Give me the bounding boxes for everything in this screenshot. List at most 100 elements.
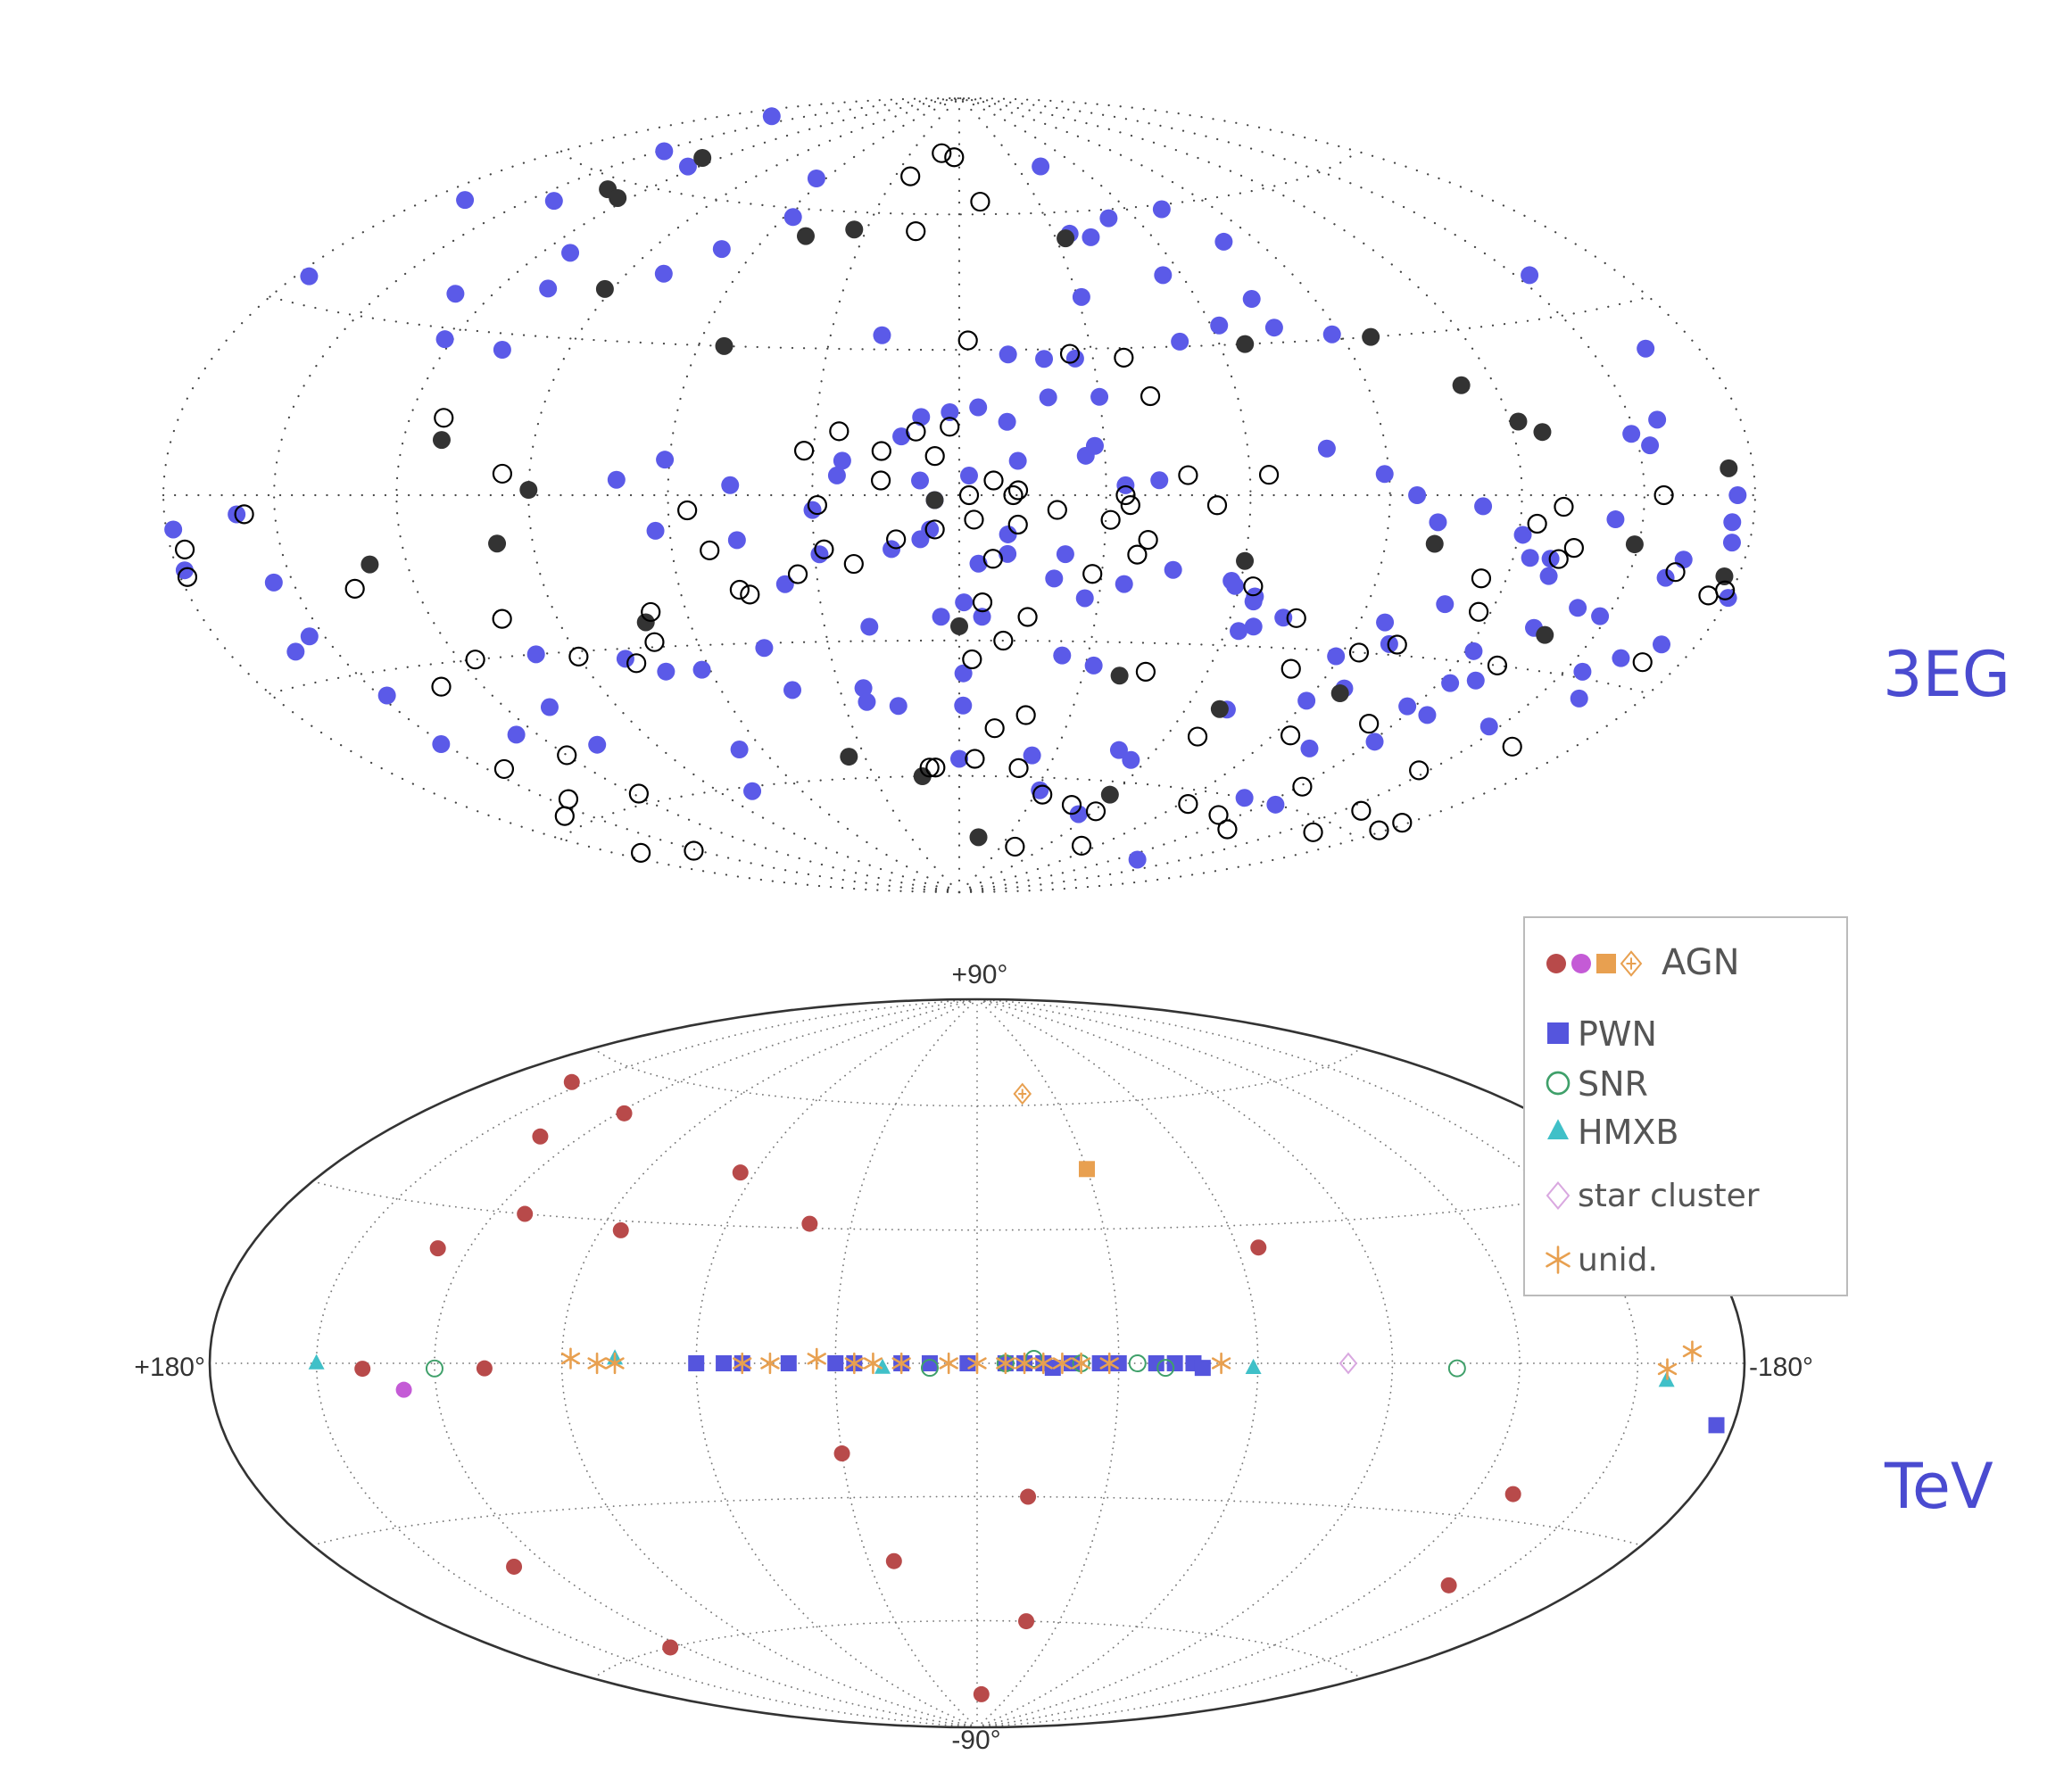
- series-0-filled-circle-point: [1441, 674, 1460, 692]
- series-0-filled-circle-point: [950, 749, 968, 768]
- unid-asterisk-point: [967, 1352, 987, 1375]
- series-2-open-circle-point: [1487, 655, 1508, 675]
- agn-filled-circle-point: [973, 1685, 990, 1702]
- unid-asterisk-point: [733, 1352, 752, 1375]
- series-0-filled-circle-point: [544, 192, 563, 211]
- series-0-filled-circle-point: [588, 735, 607, 754]
- series-0-filled-circle-point: [721, 476, 740, 494]
- series-2-open-circle-point: [944, 147, 965, 168]
- series-0-filled-circle-point: [1053, 646, 1072, 665]
- series-2-open-circle-point: [1135, 661, 1156, 682]
- agn-filled-circle-point: [833, 1445, 850, 1462]
- series-2-open-circle-point: [628, 783, 649, 804]
- series-2-open-circle-point: [1017, 607, 1038, 627]
- series-0-filled-circle-point: [999, 345, 1017, 364]
- series-0-filled-circle-point: [1035, 350, 1054, 368]
- series-2-open-circle-point: [1115, 484, 1136, 506]
- series-2-open-circle-point: [626, 653, 647, 674]
- series-0-filled-circle-point: [300, 627, 319, 646]
- series-1-filled-circle-point: [796, 227, 815, 245]
- series-1-filled-circle-point: [488, 534, 507, 553]
- agn-filled-circle-point: [429, 1240, 446, 1257]
- series-1-filled-circle-point: [1236, 551, 1255, 570]
- series-2-open-circle-point: [729, 579, 750, 600]
- series-2-open-circle-point: [1208, 805, 1229, 825]
- series-0-filled-circle-point: [783, 681, 802, 699]
- series-0-filled-circle-point: [1128, 850, 1147, 869]
- series-0-filled-circle-point: [1008, 451, 1027, 470]
- series-0-filled-circle-point: [955, 593, 974, 612]
- series-0-filled-circle-point: [1612, 649, 1630, 667]
- series-1-filled-circle-point: [1509, 412, 1528, 431]
- agn-filled-circle-point: [563, 1073, 580, 1090]
- legend-label-star-cluster: star cluster: [1578, 1178, 1760, 1214]
- agn-filled-circle-point: [1250, 1239, 1267, 1256]
- series-2-open-circle-point: [1140, 385, 1161, 407]
- series-0-filled-circle-point: [507, 725, 526, 744]
- series-2-open-circle-point: [554, 806, 575, 826]
- series-2-open-circle-point: [568, 646, 589, 666]
- series-0-filled-circle-point: [1150, 471, 1169, 490]
- series-2-open-circle-point: [1071, 835, 1092, 857]
- series-1-filled-circle-point: [1533, 423, 1552, 442]
- series-0-filled-circle-point: [807, 169, 825, 187]
- series-0-filled-circle-point: [954, 664, 973, 683]
- series-0-filled-circle-point: [775, 575, 794, 593]
- series-2-open-circle-point: [1047, 500, 1067, 520]
- series-0-filled-circle-point: [932, 608, 950, 626]
- series-0-filled-circle-point: [1090, 387, 1109, 406]
- agn-filled-circle-point: [1020, 1488, 1037, 1505]
- unid-asterisk-point: [939, 1352, 958, 1375]
- agn-filled-circle-point: [1018, 1613, 1035, 1630]
- agn-filled-circle-point: [395, 1381, 412, 1398]
- series-0-filled-circle-point: [1513, 526, 1532, 544]
- series-0-filled-circle-point: [941, 402, 959, 421]
- hmxb-filled-triangle-point: [874, 1358, 891, 1374]
- series-2-open-circle-point: [1178, 793, 1198, 815]
- series-1-filled-circle-point: [693, 149, 712, 168]
- series-0-filled-circle-point: [655, 142, 674, 161]
- map-outline: [208, 997, 1746, 1729]
- unid-asterisk-point: [1657, 1358, 1678, 1380]
- series-0-filled-circle-point: [833, 451, 851, 470]
- series-0-filled-circle-point: [755, 639, 774, 658]
- series-2-open-circle-point: [177, 567, 198, 587]
- series-0-filled-circle-point: [539, 279, 558, 298]
- series-1-filled-circle-point: [1330, 684, 1349, 703]
- series-1-filled-circle-point: [1452, 376, 1471, 394]
- series-0-filled-circle-point: [1056, 545, 1074, 564]
- grid-meridian: [976, 998, 1521, 1728]
- series-0-filled-circle-point: [1099, 209, 1118, 228]
- hmxb-filled-triangle-point: [1245, 1358, 1262, 1374]
- grid-parallel: [593, 1619, 1362, 1680]
- agn-filled-circle-point: [517, 1205, 534, 1222]
- series-0-filled-circle-point: [1072, 287, 1090, 306]
- series-2-open-circle-point: [740, 584, 760, 605]
- series-0-filled-circle-point: [1723, 513, 1742, 532]
- series-2-open-circle-point: [1206, 495, 1228, 516]
- series-2-open-circle-point: [940, 417, 960, 437]
- series-2-open-circle-point: [1292, 776, 1313, 797]
- series-2-open-circle-point: [174, 539, 195, 559]
- snr-open-circle-point: [425, 1359, 443, 1378]
- series-1-filled-circle-point: [715, 336, 733, 355]
- series-0-filled-circle-point: [1297, 691, 1316, 710]
- series-0-filled-circle-point: [1244, 617, 1263, 636]
- series-2-open-circle-point: [924, 519, 945, 540]
- pwn-filled-square-point: [1194, 1360, 1211, 1377]
- series-2-open-circle-point: [787, 564, 808, 584]
- series-0-filled-circle-point: [561, 244, 580, 262]
- tick-label-left: +180°: [134, 1353, 205, 1382]
- series-0-filled-circle-point: [810, 545, 829, 564]
- series-0-filled-circle-point: [1235, 789, 1254, 807]
- legend-marker-agn: [1596, 954, 1616, 973]
- series-2-open-circle-point: [1100, 509, 1121, 530]
- pwn-filled-square-point: [1708, 1417, 1725, 1434]
- legend-label-hmxb: HMXB: [1578, 1113, 1678, 1152]
- series-0-filled-circle-point: [1656, 568, 1675, 587]
- series-2-open-circle-point: [1007, 480, 1029, 501]
- agn-filled-circle-point: [354, 1361, 371, 1378]
- series-2-open-circle-point: [1008, 757, 1029, 779]
- series-1-filled-circle-point: [1110, 666, 1129, 685]
- series-0-filled-circle-point: [286, 642, 305, 661]
